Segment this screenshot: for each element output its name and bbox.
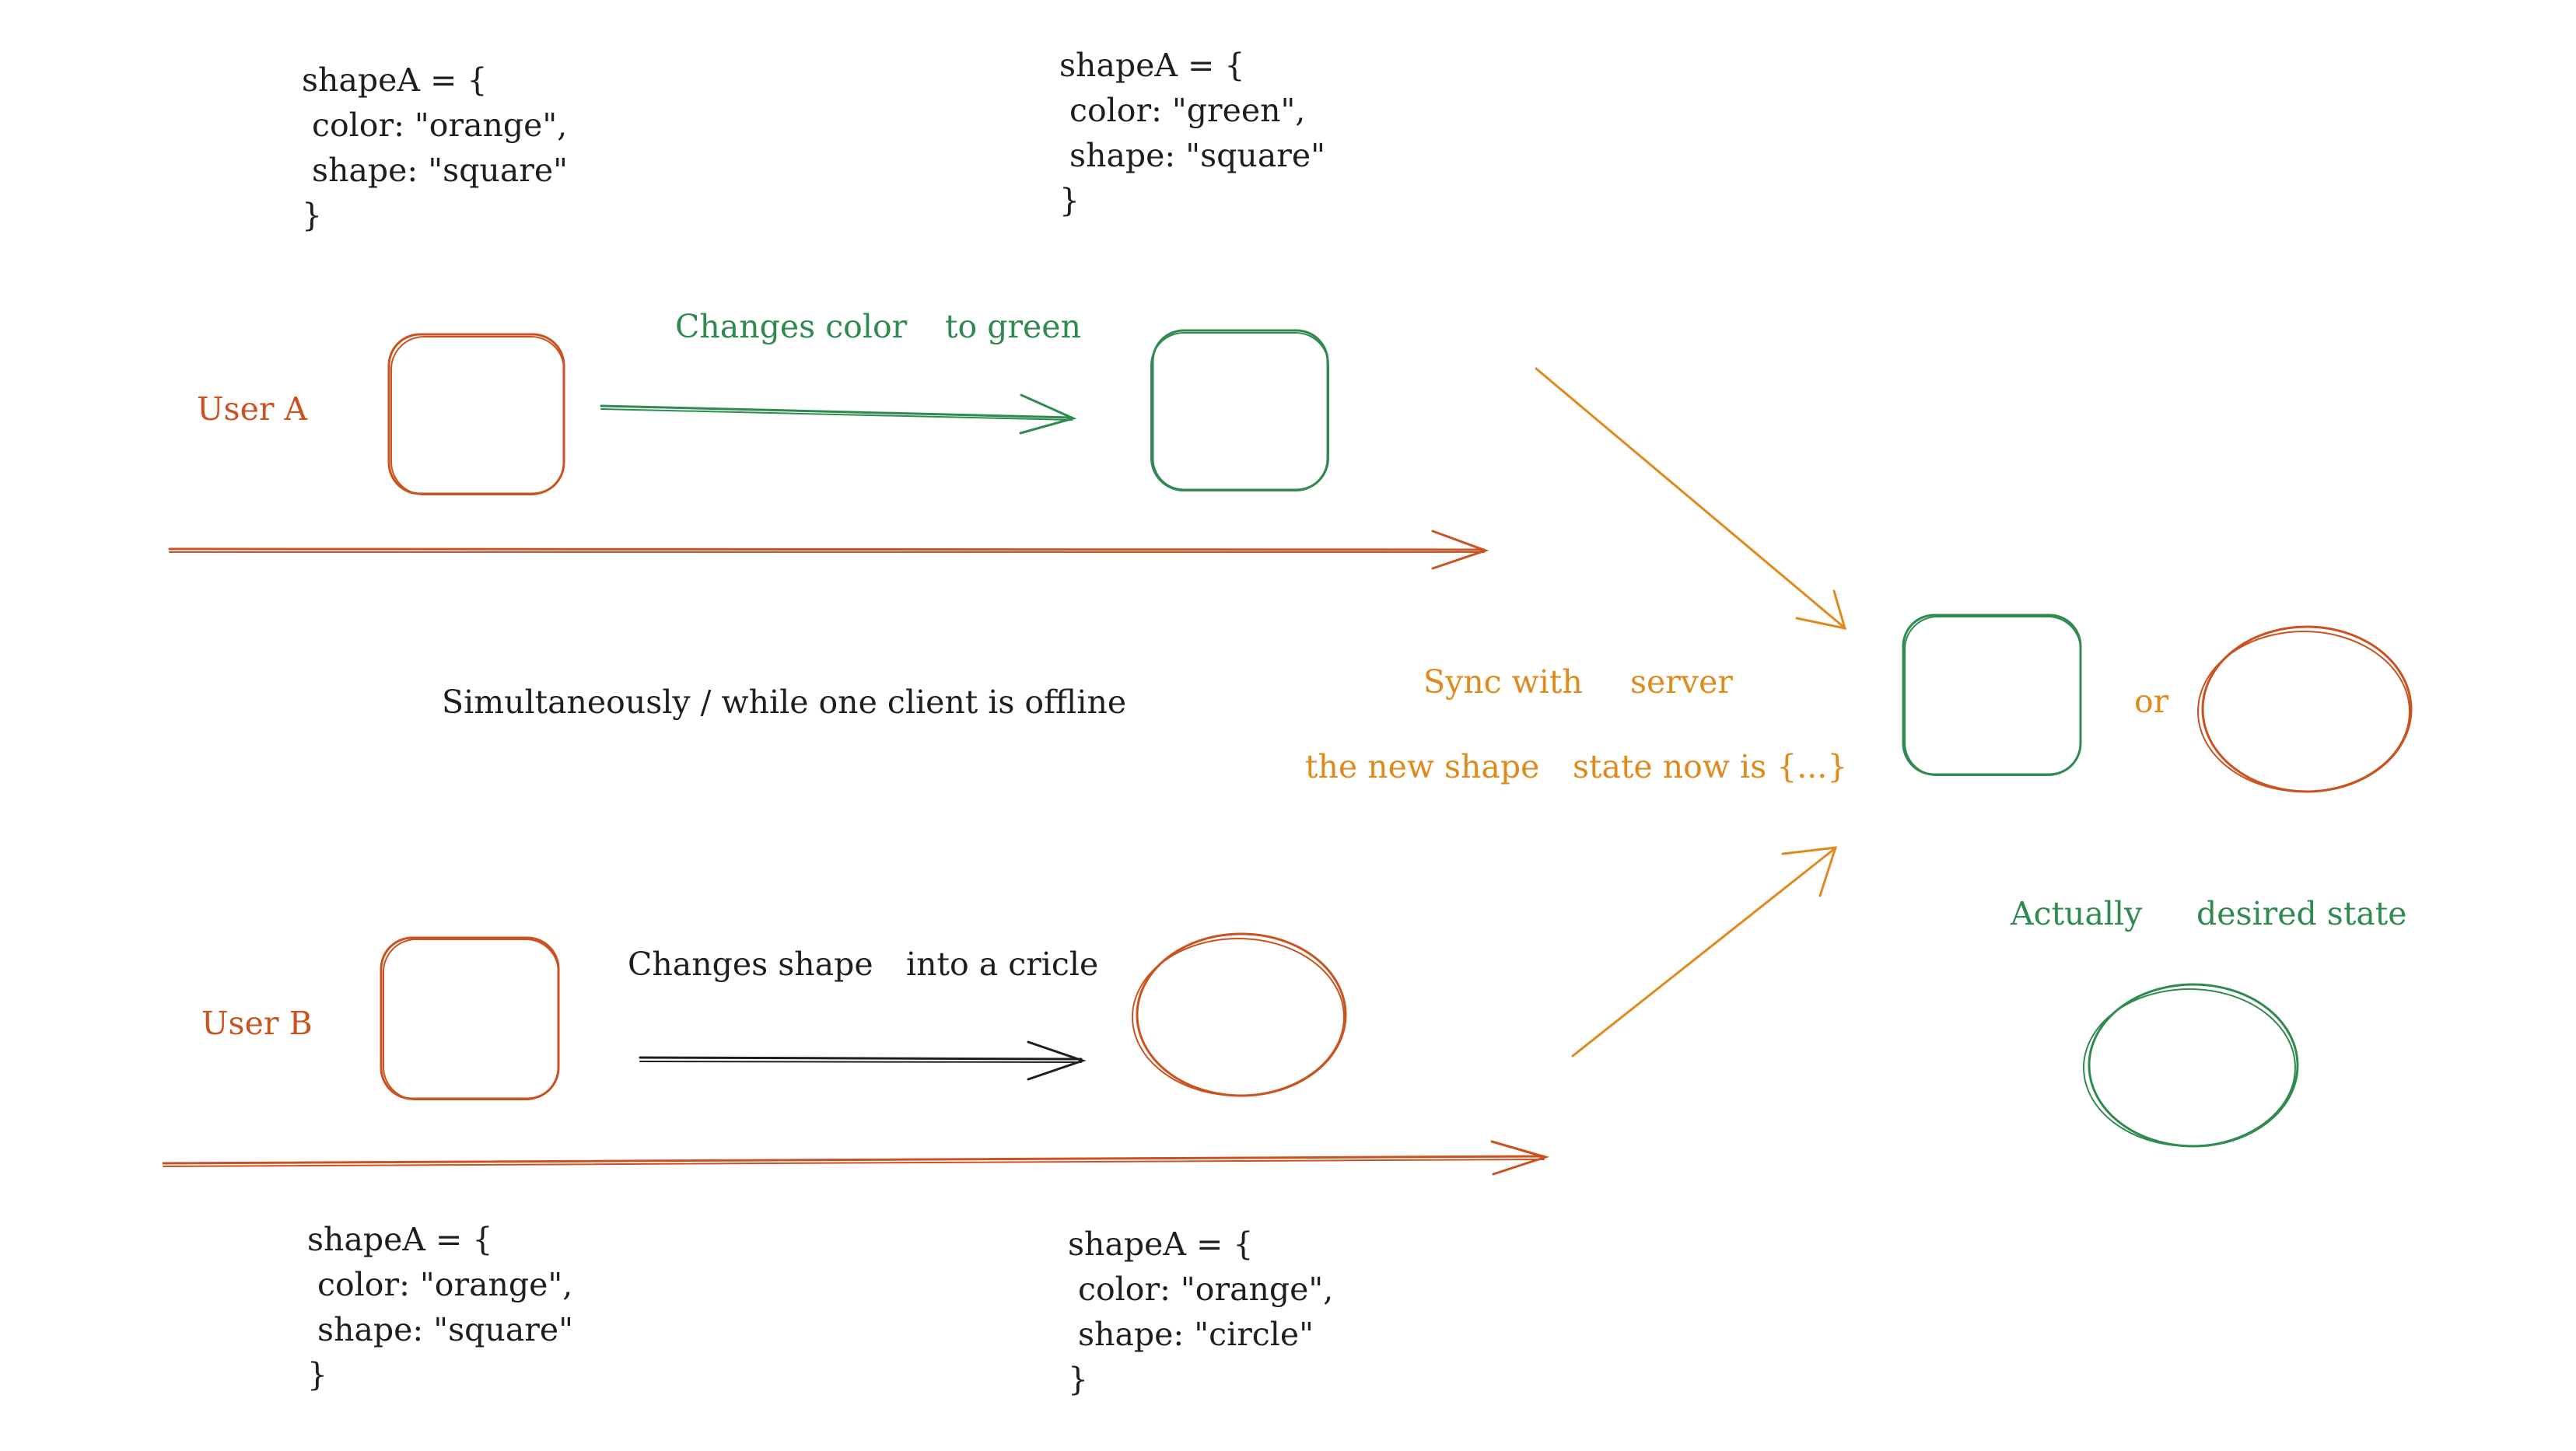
code-line: shapeA = { [307,1221,493,1258]
sync-text-part4: state now is {...} [1573,748,1847,785]
code-block-bottom-right: shapeA = { color: "orange", shape: "circ… [1068,1225,1333,1398]
code-line: shape: "circle" [1068,1316,1314,1353]
sync-text-part1: Sync with [1423,663,1583,701]
black-arrow-shape-change [639,1040,1087,1081]
timeline-arrow-user-a [168,530,1489,570]
code-line: shape: "square" [302,152,568,189]
orange-circle-result [2197,625,2413,793]
orange-square-user-b [380,936,560,1100]
sync-arrow-from-b [1571,846,1838,1058]
sync-text-part3: the new shape [1305,748,1539,785]
code-line: shape: "square" [307,1311,573,1348]
sync-arrow-from-a [1535,367,1847,630]
user-b-label: User B [201,1005,313,1042]
desired-state-label: desired state [2196,895,2407,932]
code-line: } [302,197,322,234]
sync-text-part2: server [1630,663,1733,701]
green-square-result [1902,614,2082,776]
green-arrow-color-change [600,393,1077,435]
user-a-action-part1: Changes color [675,308,908,345]
orange-circle-user-b [1132,932,1347,1097]
or-label: or [2134,683,2169,720]
code-line: } [1068,1361,1088,1398]
timeline-arrow-user-b [162,1140,1550,1176]
simultaneous-note: Simultaneously / while one client is off… [442,684,1126,721]
code-line: color: "orange", [307,1266,572,1303]
green-square-user-a [1150,329,1329,491]
user-a-action-part2: to green [945,308,1081,345]
code-line: } [1059,182,1080,219]
code-line: shapeA = { [302,61,488,99]
user-b-action-part1: Changes shape [628,946,873,983]
code-line: } [307,1356,327,1393]
green-circle-desired [2083,983,2299,1148]
code-block-bottom-left: shapeA = { color: "orange", shape: "squa… [307,1221,573,1393]
code-block-top-right: shapeA = { color: "green", shape: "squar… [1059,47,1325,219]
code-line: color: "orange", [302,107,567,144]
user-a-label: User A [197,390,308,428]
code-line: shape: "square" [1059,137,1325,174]
code-line: shapeA = { [1068,1225,1254,1263]
code-line: shapeA = { [1059,47,1245,84]
user-b-action-part2: into a cricle [906,946,1098,983]
actually-label: Actually [2010,895,2143,932]
code-line: color: "orange", [1068,1271,1333,1308]
code-line: color: "green", [1059,92,1305,129]
code-block-top-left: shapeA = { color: "orange", shape: "squa… [302,61,568,234]
orange-square-user-a [387,333,565,495]
